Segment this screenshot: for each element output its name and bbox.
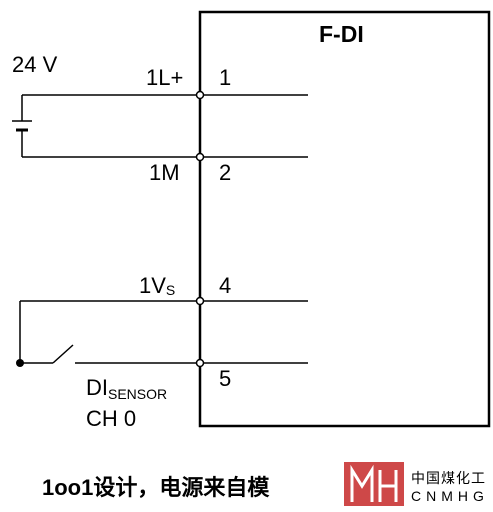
terminal-5-signal-label: DISENSOR xyxy=(86,375,167,402)
terminal-1-signal-label: 1L+ xyxy=(146,65,183,90)
terminal-4-connector xyxy=(195,296,205,306)
watermark-text-cn: 中国煤化工 xyxy=(411,471,486,487)
watermark-logo-mark xyxy=(344,462,404,506)
terminal-5-channel-label: CH 0 xyxy=(86,406,136,431)
terminal-4-signal-label: 1VS xyxy=(139,273,175,298)
f-di-module-box xyxy=(198,10,491,428)
terminal-5-connector xyxy=(195,358,205,368)
terminal-4-pin-label: 4 xyxy=(219,273,231,298)
terminal-1-pin-label: 1 xyxy=(219,65,231,90)
terminal-2-signal-label: 1M xyxy=(149,160,180,185)
terminal-1-connector xyxy=(195,90,205,100)
terminal-5-pin-label: 5 xyxy=(219,366,231,391)
caption: 1oo1设计，电源来自模 xyxy=(42,475,270,500)
module-title: F-DI xyxy=(319,21,364,47)
terminal-2-pin-label: 2 xyxy=(219,160,231,185)
supply-voltage-label: 24 V xyxy=(12,52,58,77)
sensor-switch-blade xyxy=(52,344,74,364)
terminal-2-connector xyxy=(195,152,205,162)
watermark-text-en: CNMHG xyxy=(411,488,489,504)
